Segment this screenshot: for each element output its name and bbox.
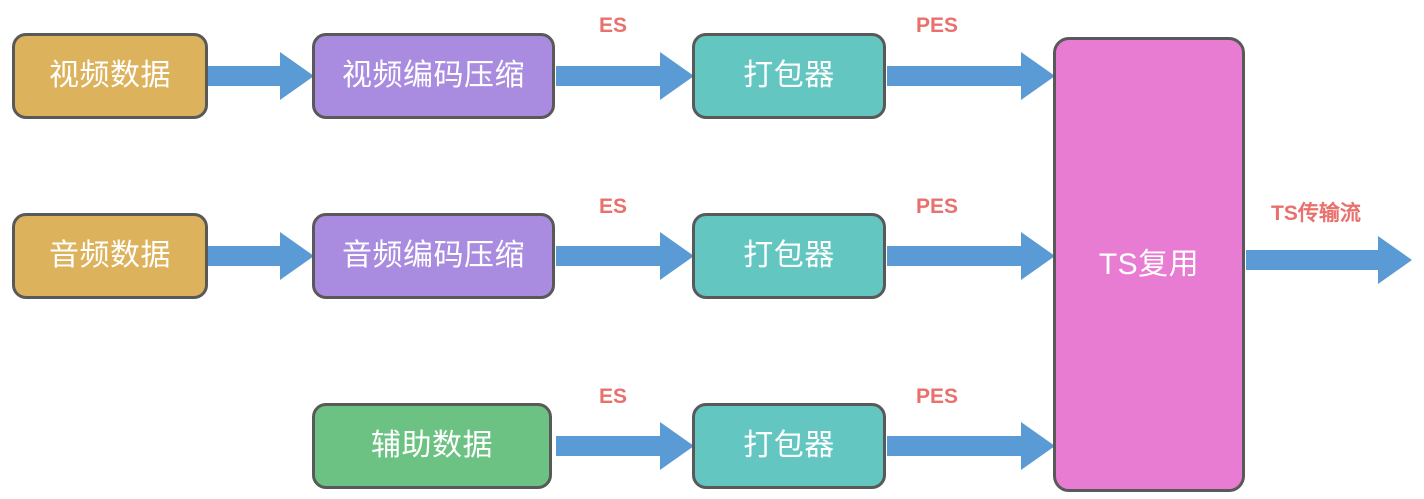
node-aux-data-label: 辅助数据 [371,429,493,462]
node-aux-packetizer[interactable]: 打包器 [692,403,886,489]
arrow-aux-data-to-packetizer [556,422,694,470]
arrow-audio-data-to-encoder [208,232,314,280]
node-ts-mux[interactable]: TS复用 [1053,37,1245,492]
arrow-video-data-to-encoder [208,52,314,100]
edge-label-es-video: ES [599,14,628,37]
arrow-video-encoder-to-packetizer [556,52,694,100]
node-audio-encoder[interactable]: 音频编码压缩 [312,213,555,299]
edge-label-pes-video: PES [916,14,959,37]
node-audio-packetizer-label: 打包器 [743,239,835,272]
arrow-aux-packetizer-to-mux [887,422,1055,470]
edge-label-pes-audio: PES [916,195,959,218]
arrow-audio-packetizer-to-mux [887,232,1055,280]
node-video-encoder[interactable]: 视频编码压缩 [312,33,555,119]
node-video-encoder-label: 视频编码压缩 [342,59,525,92]
node-video-data[interactable]: 视频数据 [12,33,208,119]
node-aux-packetizer-label: 打包器 [743,429,835,462]
edge-label-pes-aux: PES [916,385,959,408]
node-audio-encoder-label: 音频编码压缩 [342,239,525,272]
edge-label-es-aux: ES [599,385,628,408]
arrow-audio-encoder-to-packetizer [556,232,694,280]
node-audio-data[interactable]: 音频数据 [12,213,208,299]
arrow-ts-mux-output [1246,236,1412,284]
edge-label-es-audio: ES [599,195,628,218]
node-aux-data[interactable]: 辅助数据 [312,403,552,489]
node-audio-packetizer[interactable]: 打包器 [692,213,886,299]
arrow-video-packetizer-to-mux [887,52,1055,100]
node-video-packetizer[interactable]: 打包器 [692,33,886,119]
node-video-packetizer-label: 打包器 [743,59,835,92]
node-ts-mux-label: TS复用 [1098,247,1200,281]
node-audio-data-label: 音频数据 [49,239,171,272]
edge-label-ts-output: TS传输流 [1271,202,1361,225]
node-video-data-label: 视频数据 [49,59,171,92]
